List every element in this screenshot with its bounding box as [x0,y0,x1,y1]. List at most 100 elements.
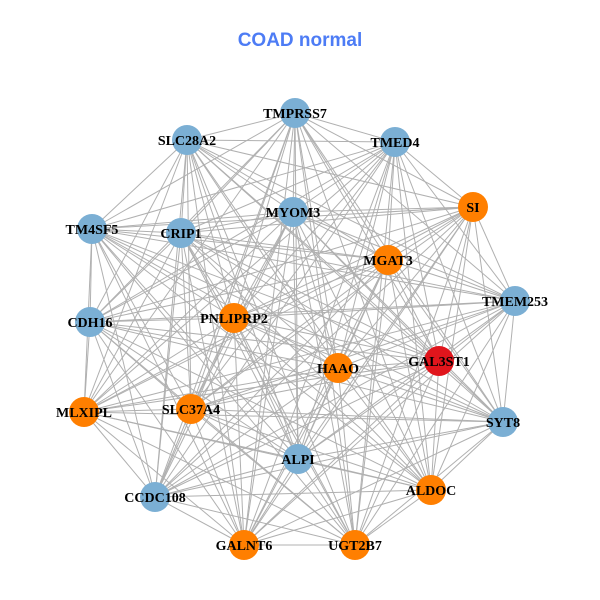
edge-TM4SF5-SYT8 [91,228,504,423]
node-label: CCDC108 [124,491,185,506]
node-CRIP1: CRIP1 [160,218,202,248]
node-MLXIPL: MLXIPL [56,397,112,427]
edge-TMED4-PNLIPRP2 [233,141,396,319]
node-label: CRIP1 [160,227,201,242]
node-label: UGT2B7 [328,539,382,554]
edge-SLC37A4-ALPI [190,408,299,460]
node-PNLIPRP2: PNLIPRP2 [200,303,268,333]
node-label: GALNT6 [216,539,273,554]
edge-CRIP1-CCDC108 [154,232,182,498]
node-circle [424,346,454,376]
edge-MLXIPL-SLC37A4 [83,408,192,413]
node-circle [283,444,313,474]
node-circle [278,197,308,227]
edge-TMPRSS7-TM4SF5 [91,112,296,230]
edge-ALDOC-UGT2B7 [354,489,432,546]
node-label: PNLIPRP2 [200,312,268,327]
edge-MGAT3-CCDC108 [154,259,389,498]
edge-TM4SF5-PNLIPRP2 [91,228,235,319]
edge-TMPRSS7-HAAO [294,112,339,369]
node-SLC28A2: SLC28A2 [158,125,216,155]
edge-CRIP1-ALDOC [180,232,432,491]
node-MGAT3: MGAT3 [363,245,413,275]
edge-TMPRSS7-MGAT3 [294,112,389,261]
node-label: SLC37A4 [162,403,220,418]
edge-MGAT3-GALNT6 [243,259,389,546]
node-label: ALPI [281,453,314,468]
node-label: SYT8 [486,416,520,431]
edge-TMED4-SI [394,141,474,208]
node-MYOM3: MYOM3 [266,197,320,227]
edge-ALPI-UGT2B7 [297,458,356,546]
edge-SLC28A2-ALDOC [186,139,432,491]
node-circle [373,245,403,275]
node-label: TMPRSS7 [263,107,327,122]
node-TMPRSS7: TMPRSS7 [263,98,327,128]
node-label: TMED4 [371,136,420,151]
node-label: SLC28A2 [158,134,216,149]
edge-MLXIPL-GALNT6 [83,411,245,546]
edge-SLC28A2-HAAO [186,139,339,369]
edge-MYOM3-MLXIPL [83,211,294,413]
edge-SI-GALNT6 [243,206,474,546]
edge-SI-MYOM3 [292,206,474,213]
edge-TMEM253-PNLIPRP2 [233,300,516,319]
node-CCDC108: CCDC108 [124,482,186,512]
edge-TMED4-TM4SF5 [91,141,396,230]
edge-GAL3ST1-UGT2B7 [354,360,440,546]
node-circle [380,127,410,157]
edge-SI-UGT2B7 [354,206,474,546]
edge-PNLIPRP2-MLXIPL [83,317,235,413]
edge-MYOM3-CRIP1 [180,211,294,234]
edge-ALPI-GALNT6 [243,458,299,546]
edge-TMEM253-HAAO [337,300,516,369]
edge-TMEM253-CCDC108 [154,300,516,498]
edge-CDH16-CCDC108 [89,321,156,498]
edge-HAAO-GAL3ST1 [337,360,440,369]
edge-TMED4-CRIP1 [180,141,396,234]
edge-SLC28A2-TMED4 [186,139,396,143]
edge-CDH16-GALNT6 [89,321,245,546]
edge-TMEM253-ALPI [297,300,516,460]
node-circle [77,214,107,244]
edge-TMED4-ALDOC [394,141,432,491]
edge-CRIP1-ALPI [180,232,299,460]
edge-SI-PNLIPRP2 [233,206,474,319]
edge-HAAO-SLC37A4 [190,367,339,410]
edge-TMED4-CDH16 [89,141,396,323]
edge-MGAT3-SLC37A4 [190,259,389,410]
edge-TMPRSS7-SI [294,112,474,208]
edge-TMED4-MYOM3 [292,141,396,213]
edge-CCDC108-GALNT6 [154,496,245,546]
edge-SI-CRIP1 [180,206,474,234]
edge-SLC28A2-TM4SF5 [91,139,188,230]
edge-GAL3ST1-ALDOC [430,360,440,491]
node-label: HAAO [317,362,359,377]
edge-TMPRSS7-TMEM253 [294,112,516,302]
edge-TMEM253-ALDOC [430,300,516,491]
edge-TMPRSS7-SLC28A2 [186,112,296,141]
node-label: CDH16 [67,316,112,331]
edge-TM4SF5-ALDOC [91,228,432,491]
edge-SI-ALPI [297,206,474,460]
edge-PNLIPRP2-SYT8 [233,317,504,423]
edge-CDH16-HAAO [89,321,339,369]
node-SI: SI [458,192,488,222]
edge-TMEM253-MLXIPL [83,300,516,413]
edge-CDH16-GAL3ST1 [89,321,440,362]
edge-SLC37A4-UGT2B7 [190,408,356,546]
edge-TMEM253-GAL3ST1 [438,300,516,362]
edge-TMED4-GALNT6 [243,141,396,546]
edge-HAAO-MLXIPL [83,367,339,413]
node-UGT2B7: UGT2B7 [328,530,382,560]
node-circle [166,218,196,248]
edge-CDH16-ALDOC [89,321,432,491]
edge-MGAT3-SYT8 [387,259,504,423]
edge-TMPRSS7-SLC37A4 [190,112,296,410]
edge-PNLIPRP2-ALDOC [233,317,432,491]
node-circle [219,303,249,333]
node-ALDOC: ALDOC [406,475,456,505]
